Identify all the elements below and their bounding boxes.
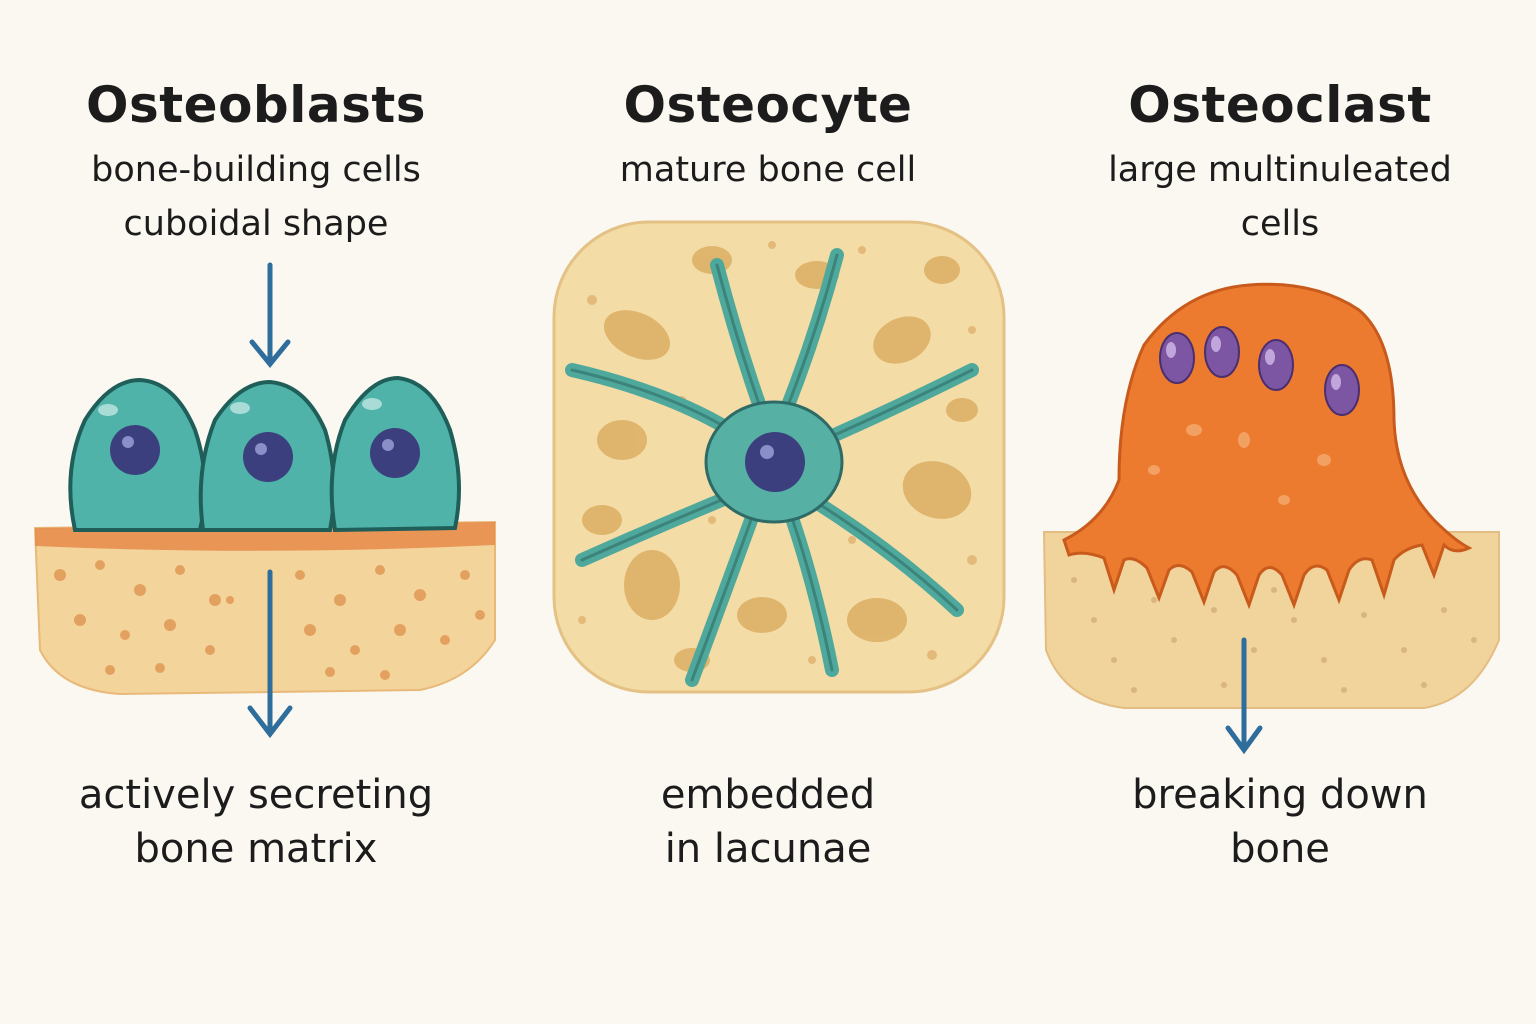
osteoclast-nuclei: [1159, 326, 1360, 416]
osteoblast-cell-1: [68, 377, 207, 532]
down-arrow-icon: [1225, 637, 1263, 755]
osteoclast-title: Osteoclast: [1128, 76, 1432, 134]
osteoblast-subtitle-line-2: cuboidal shape: [123, 204, 389, 244]
osteocyte-title: Osteocyte: [623, 76, 913, 134]
osteoblast-panel: Osteoblasts bone-building cells cuboidal…: [0, 0, 512, 1024]
osteocyte-caption-line-1: embedded: [660, 772, 876, 818]
osteoblast-cell-3: [329, 375, 461, 533]
osteoblast-nucleus: [243, 432, 293, 482]
osteocyte-caption-line-2: in lacunae: [664, 826, 872, 872]
osteoclast-subtitle-line-2: cells: [1240, 204, 1320, 244]
osteoclast-illustration: [1042, 282, 1500, 755]
osteoblast-cell-2: [198, 379, 336, 532]
osteocyte-nucleus: [745, 432, 805, 492]
osteoclast-caption-line-2: bone: [1230, 826, 1330, 872]
osteoclast-panel: Osteoclast large multinuleated cells bre…: [1024, 0, 1536, 1024]
down-arrow-icon: [247, 569, 293, 739]
osteoblast-illustration: [33, 262, 496, 739]
osteoblast-title: Osteoblasts: [85, 76, 427, 134]
osteocyte-illustration: [552, 220, 1006, 694]
osteocyte-subtitle: mature bone cell: [619, 150, 917, 190]
matrix-dots: [54, 560, 485, 680]
matrix-lacunae: [582, 246, 978, 672]
osteoblast-subtitle-line-1: bone-building cells: [91, 150, 421, 190]
down-arrow-icon: [249, 262, 291, 368]
osteoclast-subtitle-line-1: large multinuleated: [1108, 150, 1452, 190]
osteocyte-panel: Osteocyte mature bone cell embedded in l…: [512, 0, 1024, 1024]
osteoblast-nucleus: [110, 425, 160, 475]
osteoblast-caption-line-1: actively secreting: [78, 772, 434, 818]
osteoclast-caption-line-1: breaking down: [1132, 772, 1428, 818]
osteoblast-nucleus: [370, 428, 420, 478]
osteoblast-caption-line-2: bone matrix: [134, 826, 378, 872]
